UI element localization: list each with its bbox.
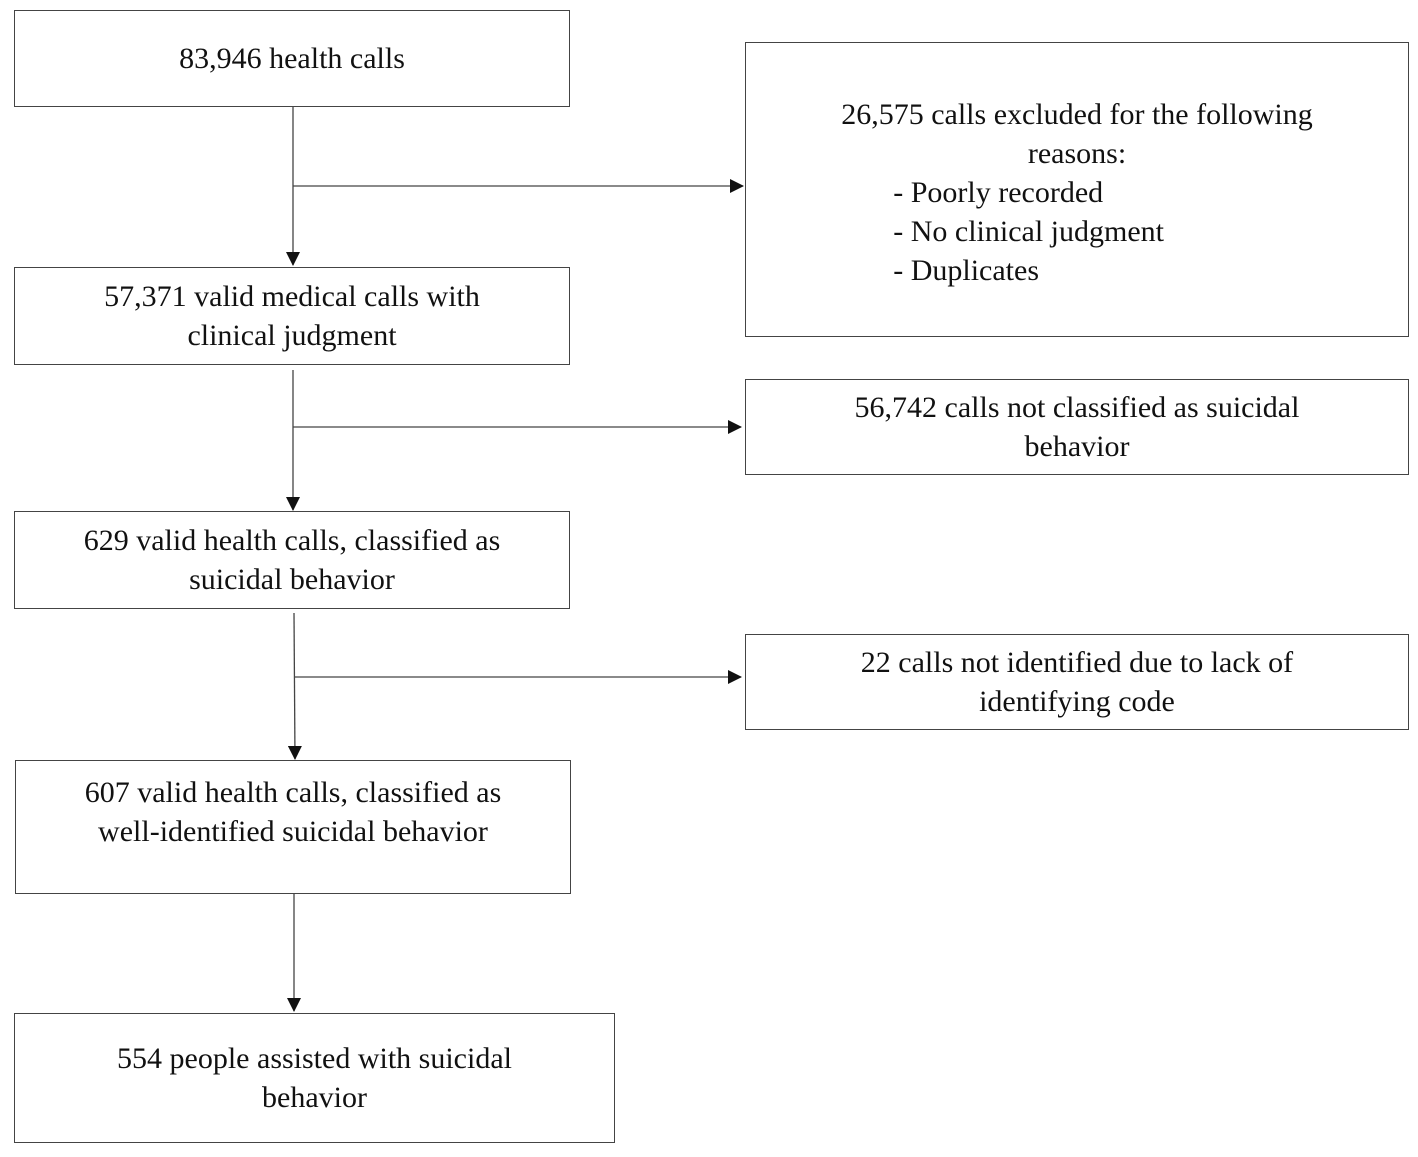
box-not-suicidal-text: 56,742 calls not classified as suicidal … (854, 391, 1300, 463)
arrow-3-to-4 (287, 612, 302, 760)
box-health-calls: 83,946 health calls (14, 10, 570, 107)
box-people-assisted: 554 people assisted with suicidal behavi… (14, 1013, 615, 1143)
box-suicidal-behavior-calls: 629 valid health calls, classified as su… (14, 511, 570, 609)
box-not-suicidal: 56,742 calls not classified as suicidal … (745, 379, 1409, 475)
box-suicidal-behavior-calls-text: 629 valid health calls, classified as su… (83, 524, 501, 596)
box-exclusion-reasons: 26,575 calls excluded for the following … (745, 42, 1409, 337)
exclusion-reasons-list: - Poorly recorded - No clinical judgment… (893, 173, 1313, 290)
box-not-identified: 22 calls not identified due to lack of i… (745, 634, 1409, 730)
exclusion-reason-item: - Poorly recorded (893, 176, 1104, 209)
exclusion-reasons-header: 26,575 calls excluded for the following … (841, 98, 1313, 170)
box-not-identified-text: 22 calls not identified due to lack of i… (860, 646, 1294, 718)
box-health-calls-text: 83,946 health calls (179, 42, 405, 75)
exclusion-reason-item: - No clinical judgment (893, 215, 1164, 248)
box-well-identified-calls: 607 valid health calls, classified as we… (15, 760, 571, 894)
box-exclusion-reasons-content: 26,575 calls excluded for the following … (841, 95, 1313, 290)
box-well-identified-calls-text: 607 valid health calls, classified as we… (84, 776, 502, 848)
box-valid-medical-calls-text: 57,371 valid medical calls with clinical… (104, 280, 480, 352)
box-valid-medical-calls: 57,371 valid medical calls with clinical… (14, 267, 570, 365)
box-people-assisted-text: 554 people assisted with suicidal behavi… (117, 1042, 512, 1114)
exclusion-reason-item: - Duplicates (893, 254, 1039, 287)
